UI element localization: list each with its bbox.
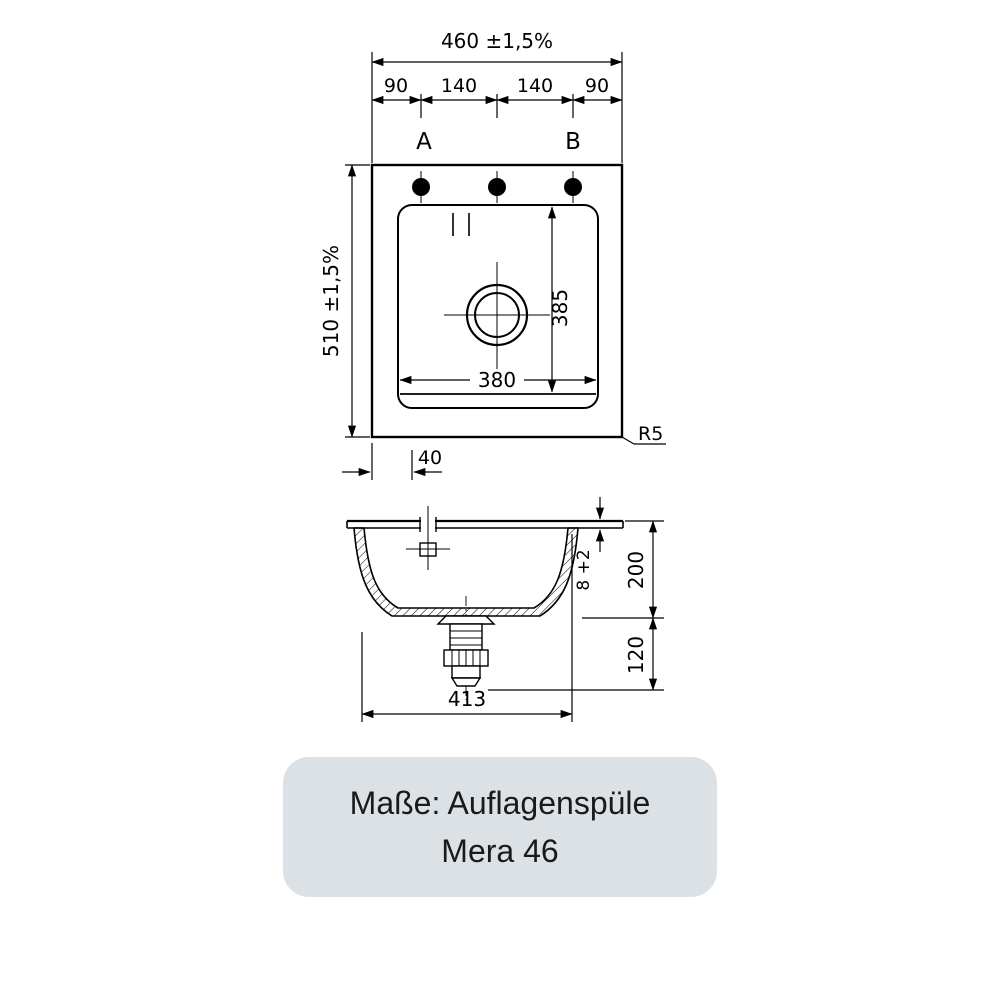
tap-hole-section [406, 506, 450, 570]
dim-segment-2: 140 [441, 75, 477, 97]
dim-overall-depth-lines [345, 164, 370, 438]
dim-edge-offset: 40 [418, 447, 442, 469]
dim-bowl-depth: 200 [624, 551, 648, 589]
dim-rim-height: 8 +2 [574, 549, 594, 590]
dim-segments-lines [371, 94, 623, 118]
drain-outlet [444, 262, 550, 369]
dim-corner-radius-leader [621, 436, 666, 445]
section-view: 8 +2 200 120 413 [346, 497, 664, 722]
tap-hole-a [412, 178, 430, 196]
label-hole-b: B [565, 129, 581, 155]
dim-edge-offset-lines [342, 443, 442, 480]
dim-overall-depth: 510 ±1,5% [319, 245, 343, 357]
top-view: 460 ±1,5% 90 140 140 90 A B [319, 29, 666, 480]
dim-corner-radius: R5 [638, 423, 663, 445]
dim-segment-4: 90 [585, 75, 609, 97]
dim-base-width-lines [361, 534, 573, 722]
label-hole-a: A [416, 129, 432, 155]
tap-hole-center [488, 178, 506, 196]
caption-card: Maße: Auflagenspüle Mera 46 [283, 757, 717, 897]
caption-line1: Maße: Auflagenspüle [349, 785, 651, 821]
dim-base-width: 413 [448, 687, 486, 711]
bowl-wall [353, 527, 579, 617]
dim-basin-depth: 385 [548, 289, 572, 327]
sink-outline [370, 163, 624, 439]
caption-line2: Mera 46 [441, 833, 559, 869]
tap-hole-b [564, 178, 582, 196]
dim-basin-width: 380 [478, 368, 516, 392]
tap-holes [412, 171, 582, 236]
rim-profile [346, 519, 624, 529]
basin-outline [397, 204, 599, 409]
dim-segment-1: 90 [384, 75, 408, 97]
dim-overall-width: 460 ±1,5% [441, 29, 553, 53]
dim-overall-width-lines [371, 52, 623, 163]
dim-drain-clearance: 120 [624, 636, 648, 674]
dim-depth-lines [488, 520, 664, 691]
drain-fitting [436, 596, 496, 700]
dim-segment-3: 140 [517, 75, 553, 97]
